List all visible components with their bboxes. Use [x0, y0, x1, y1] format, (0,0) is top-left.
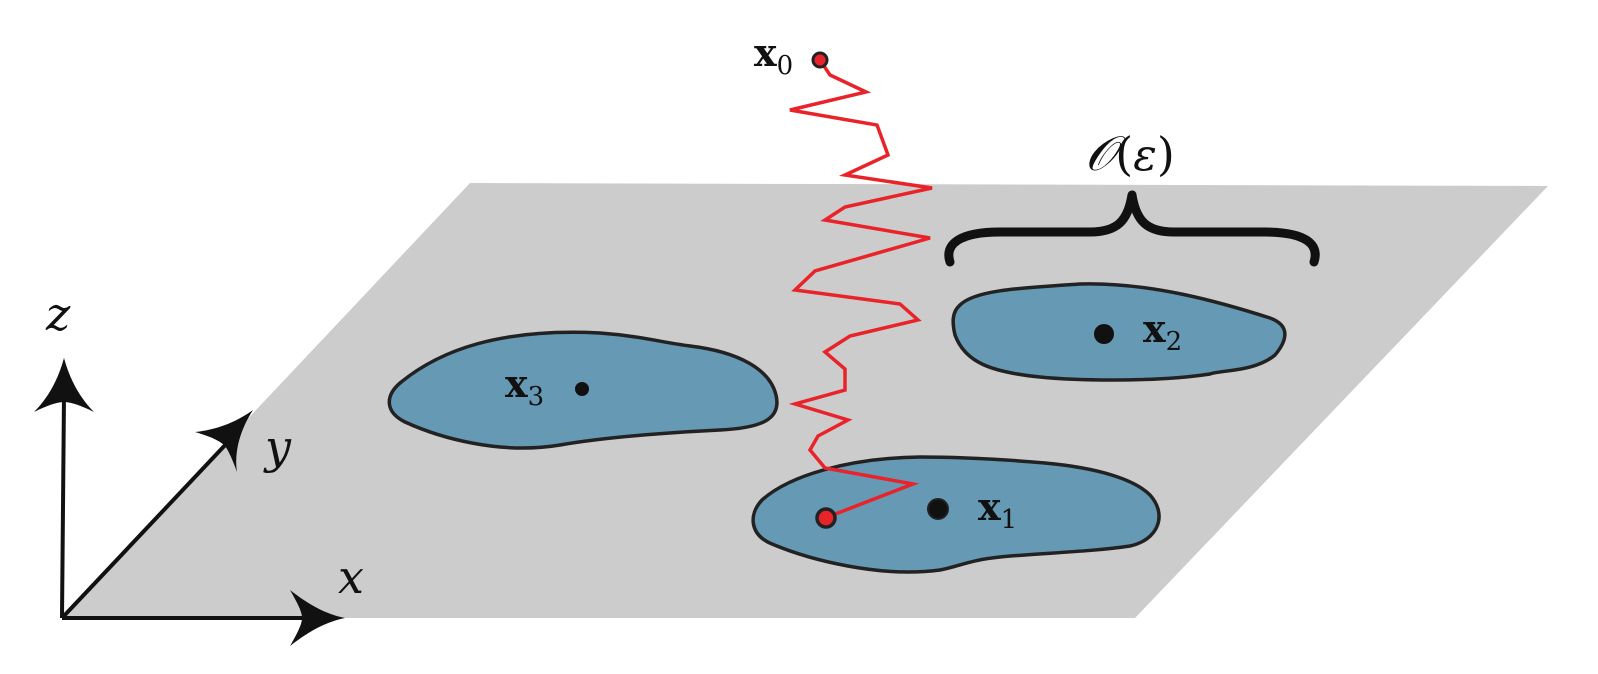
random-walk-path	[788, 59, 933, 520]
point-x0-marker	[811, 51, 829, 69]
label-x0: x0	[754, 30, 793, 81]
axes	[34, 358, 345, 646]
landing-point-marker	[815, 507, 837, 529]
point-x3-marker	[575, 382, 589, 396]
x-axis-label: x	[338, 550, 364, 604]
y-axis-line	[60, 440, 230, 620]
y-axis-label: y	[263, 420, 292, 474]
point-x2-marker	[1094, 324, 1114, 344]
y-axis-arrowhead	[195, 410, 253, 472]
x-axis-arrowhead	[290, 590, 345, 646]
region-x1	[751, 455, 1161, 574]
z-axis-line	[60, 394, 66, 619]
point-x1-inner	[927, 498, 949, 520]
label-x1: x1	[978, 484, 1017, 535]
z-axis-arrowhead	[34, 358, 94, 412]
label-x3: x3	[505, 361, 544, 412]
region-x2	[951, 282, 1287, 382]
label-x2: x2	[1143, 306, 1182, 357]
scale-annotation: 𝒪(ε)	[1085, 126, 1175, 182]
z-axis-label: z	[45, 287, 71, 341]
curly-brace	[944, 190, 1320, 267]
